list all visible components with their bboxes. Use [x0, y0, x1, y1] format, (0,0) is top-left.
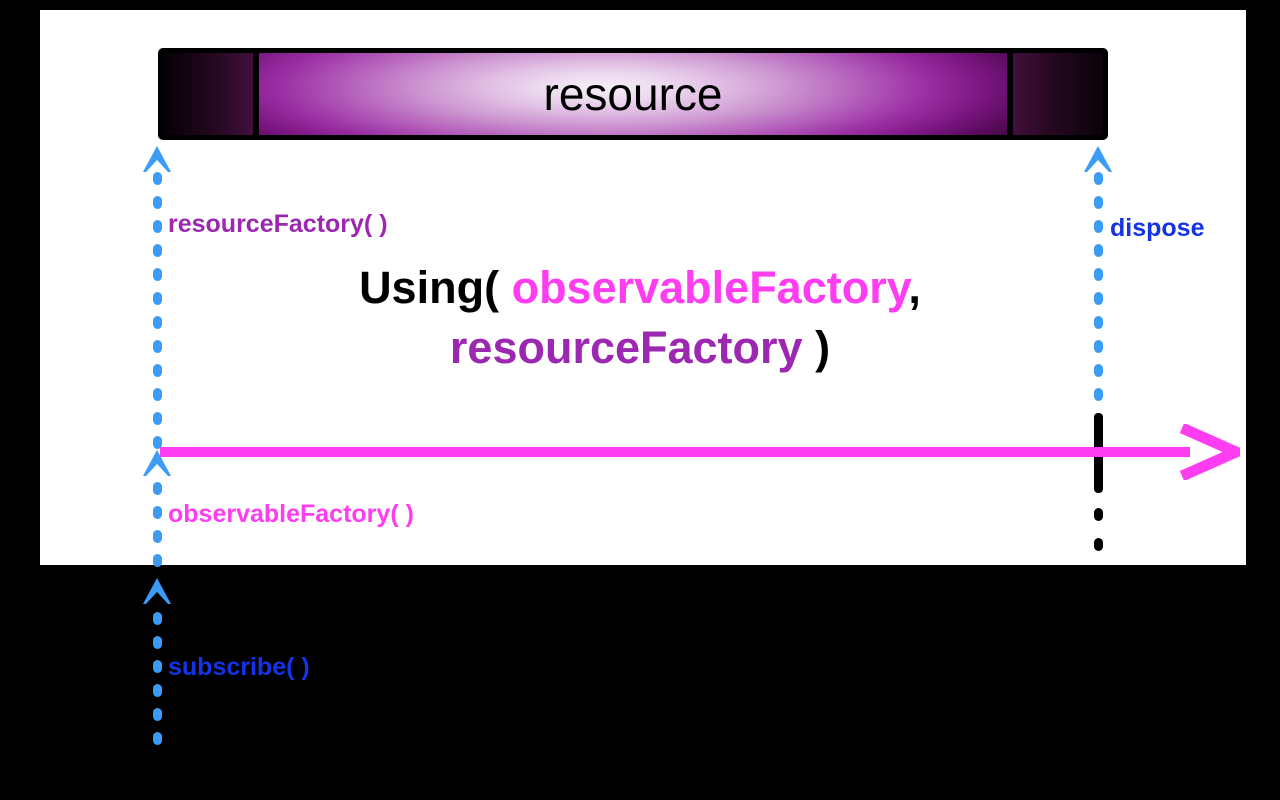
label-subscribe: subscribe( )	[168, 653, 310, 681]
expression-separator: ,	[908, 262, 921, 313]
dotted-line-icon-right-lower	[1094, 508, 1103, 568]
arrow-notch-dispose	[1087, 160, 1109, 172]
dotted-line-icon-right-upper	[1094, 172, 1103, 412]
expression-text: Using( observableFactory, resourceFactor…	[240, 258, 1040, 378]
expression-suffix: )	[815, 322, 831, 373]
arrow-right-icon-stream	[1178, 424, 1240, 480]
resource-bar: resource	[158, 48, 1108, 140]
expression-arg-observable-factory: observableFactory	[511, 262, 909, 313]
label-observable-factory: observableFactory( )	[168, 500, 414, 528]
arrow-notch-subscribe	[146, 592, 168, 604]
expression-prefix: Using(	[359, 262, 500, 313]
arrow-notch-resource-factory	[146, 160, 168, 172]
arrow-notch-observable-factory	[146, 464, 168, 476]
resource-bar-divider-right	[1007, 53, 1013, 135]
dotted-line-icon-left-middle	[153, 482, 162, 568]
dotted-line-icon-left-lower	[153, 612, 162, 752]
expression-arg-resource-factory: resourceFactory	[449, 322, 803, 373]
resource-bar-left-cap	[163, 53, 253, 135]
label-dispose: dispose	[1110, 214, 1205, 242]
resource-bar-body: resource	[259, 53, 1007, 135]
resource-bar-right-cap	[1013, 53, 1103, 135]
resource-bar-label: resource	[543, 68, 723, 120]
stream-line	[160, 447, 1190, 457]
label-resource-factory: resourceFactory( )	[168, 210, 388, 238]
dotted-line-icon-left-upper	[153, 172, 162, 452]
resource-bar-divider-left	[253, 53, 259, 135]
